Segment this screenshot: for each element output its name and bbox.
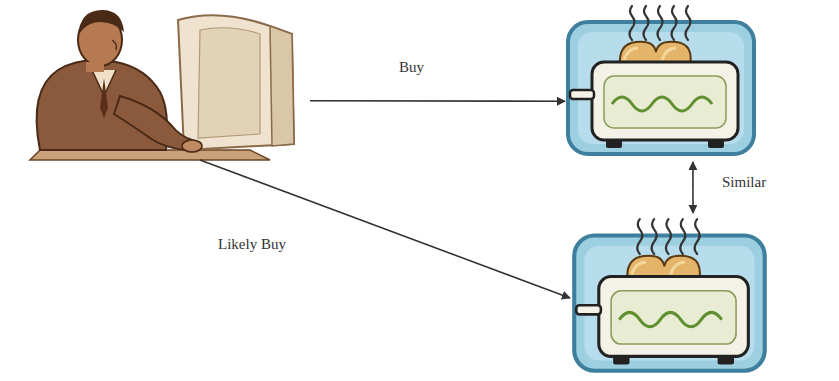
toaster-illustration xyxy=(574,219,765,371)
arrow-connector xyxy=(200,160,570,298)
edge-label: Similar xyxy=(722,173,766,191)
double-arrow xyxy=(692,162,694,213)
toaster-illustration xyxy=(568,6,754,154)
edge-label: Likely Buy xyxy=(218,235,286,253)
product-toaster xyxy=(565,2,760,162)
person-figure xyxy=(15,0,310,160)
arrow-connector xyxy=(310,100,565,102)
similar-toaster xyxy=(570,213,770,381)
edge-label: Buy xyxy=(399,58,424,76)
person-at-computer xyxy=(30,10,294,160)
